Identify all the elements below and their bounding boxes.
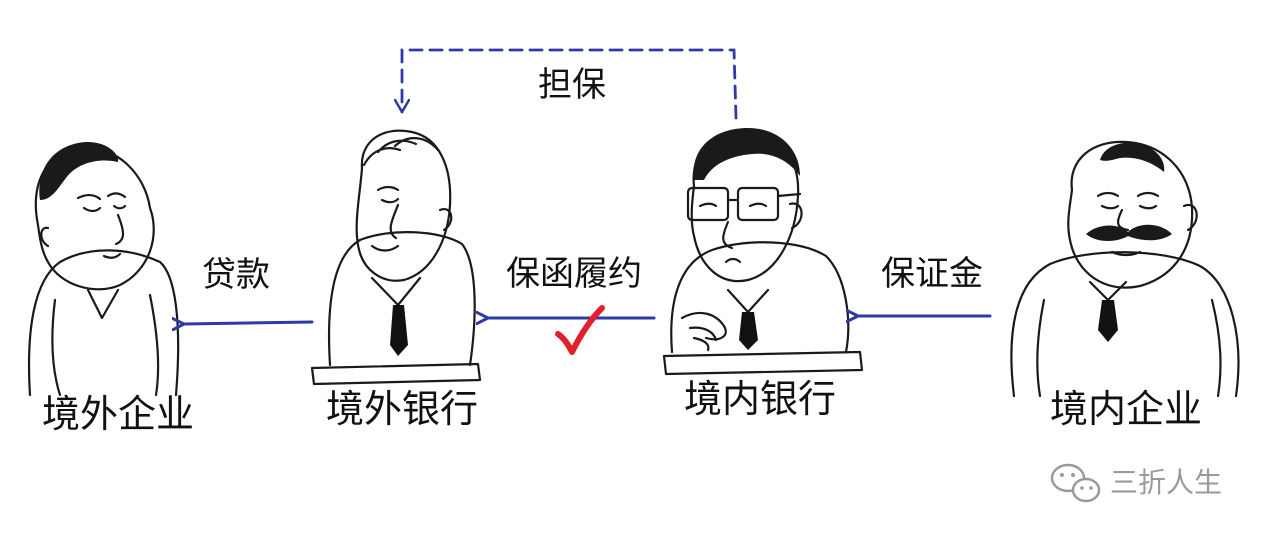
overseas-company-figure xyxy=(27,141,180,397)
domestic-company-label: 境内企业 xyxy=(1050,387,1202,431)
overseas-bank-label: 境外银行 xyxy=(326,387,478,431)
wechat-icon xyxy=(1050,463,1101,503)
overseas-company-label: 境外企业 xyxy=(42,392,194,436)
domestic-bank-label: 境内银行 xyxy=(684,377,836,421)
guarantee-label: 担保 xyxy=(538,65,606,105)
watermark-text: 三折人生 xyxy=(1110,466,1222,499)
deposit-label: 保证金 xyxy=(881,254,983,294)
guarantee-performance-label: 保函履约 xyxy=(506,254,642,294)
check-mark-icon xyxy=(555,305,605,355)
loan-label: 贷款 xyxy=(202,255,270,295)
domestic-bank-figure xyxy=(662,128,864,376)
overseas-bank-figure xyxy=(310,129,482,386)
guarantee-edge xyxy=(402,48,738,120)
loan-edge xyxy=(184,322,314,324)
domestic-company-figure xyxy=(1010,140,1240,398)
